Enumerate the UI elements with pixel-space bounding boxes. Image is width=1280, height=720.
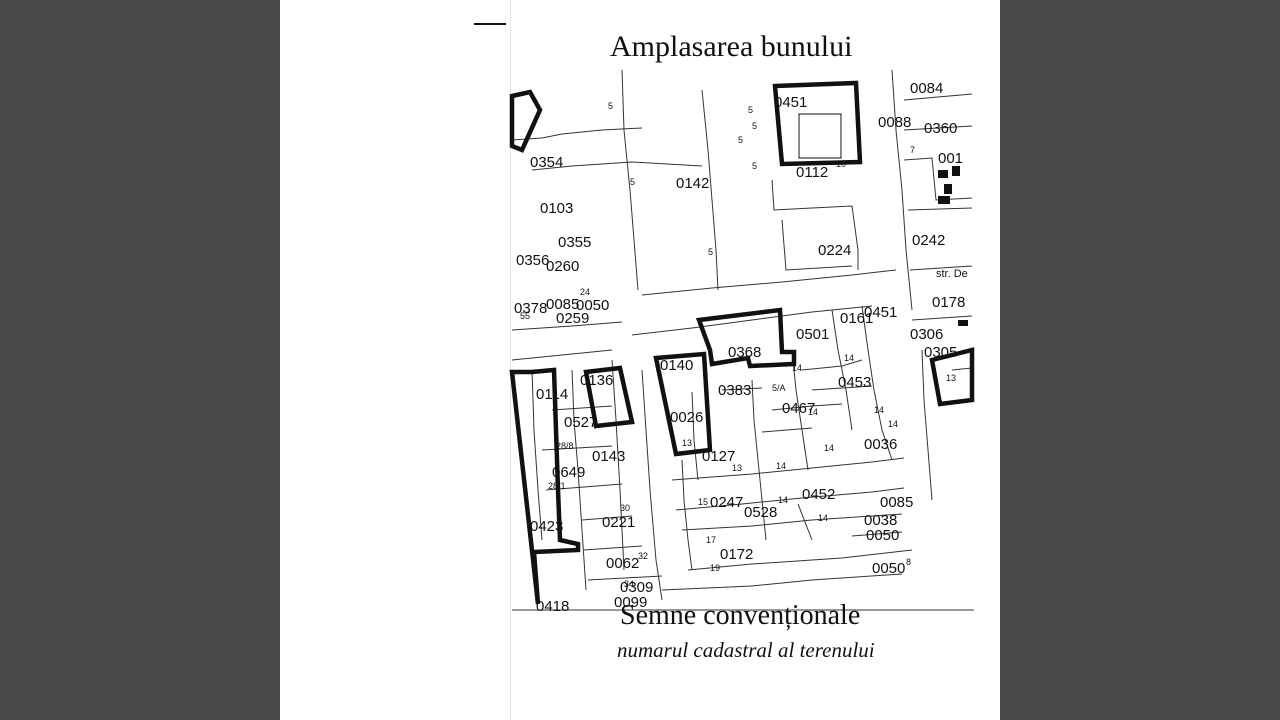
- parcel-label-n19: 19: [710, 563, 720, 573]
- parcel-label-0161: 0161: [840, 310, 873, 327]
- parcel-label-0247: 0247: [710, 494, 743, 511]
- parcel-label-0103: 0103: [540, 200, 573, 217]
- parcel-label-n13a: 13: [682, 438, 692, 448]
- parcel-label-0451: 0451: [774, 94, 807, 111]
- parcel-label-0036: 0036: [864, 436, 897, 453]
- parcel-label-0085b: 0085: [880, 494, 913, 511]
- parcel-label-0142: 0142: [676, 175, 709, 192]
- parcel-label-n5a2: 5/A: [772, 383, 786, 393]
- dense-marks: [938, 166, 968, 326]
- parcel-label-n281: 28/1: [548, 481, 566, 491]
- parcel-label-0050b: 0050: [866, 527, 899, 544]
- legend-title: Semne convenționale: [620, 600, 861, 631]
- parcel-label-n5f: 5: [630, 177, 635, 187]
- parcel-label-0356: 0356: [516, 252, 549, 269]
- parcel-label-0355: 0355: [558, 234, 591, 251]
- top-dash-mark: [474, 23, 506, 25]
- parcel-label-0127: 0127: [702, 448, 735, 465]
- parcel-label-0501: 0501: [796, 326, 829, 343]
- parcel-label-n14f: 14: [824, 443, 834, 453]
- parcel-labels: 0084 0451 0088 0360 0354 0142 0112 001 0103 0355 0…: [514, 80, 968, 615]
- parcel-label-0306: 0306: [910, 326, 943, 343]
- parcel-label-0112: 0112: [796, 164, 828, 181]
- parcel-label-n5d: 5: [738, 135, 743, 145]
- parcel-label-0221: 0221: [602, 514, 635, 531]
- parcel-label-0649: 0649: [552, 464, 585, 481]
- highlighted-parcels: [509, 80, 975, 605]
- parcel-label-n14c: 14: [808, 407, 818, 417]
- parcel-label-0242: 0242: [912, 232, 945, 249]
- parcel-label-n5c: 5: [752, 121, 757, 131]
- parcel-label-n14d: 14: [874, 405, 884, 415]
- parcel-label-0136: 0136: [580, 372, 613, 389]
- parcel-label-0527: 0527: [564, 414, 597, 431]
- parcel-label-0099: 0099: [614, 594, 647, 611]
- parcel-label-n17: 17: [706, 535, 716, 545]
- parcel-label-0050c: 0050: [872, 560, 905, 577]
- parcel-label-n14g: 14: [776, 461, 786, 471]
- parcel-label-n5a: 5: [608, 101, 613, 111]
- parcel-label-0026: 0026: [670, 409, 703, 426]
- parcel-label-0452: 0452: [802, 486, 835, 503]
- parcel-label-n7: 7: [910, 145, 915, 155]
- parcel-label-0453: 0453: [838, 374, 871, 391]
- parcel-label-001: 001: [938, 150, 963, 167]
- parcel-label-n5b: 5: [748, 105, 753, 115]
- parcel-label-0224: 0224: [818, 242, 851, 259]
- parcel-label-0360: 0360: [924, 120, 957, 137]
- parcel-label-n32: 32: [638, 551, 648, 561]
- cadastral-map: 0084 0451 0088 0360 0354 0142 0112 001 0103 0355 0…: [509, 69, 975, 615]
- parcel-label-0305: 0305: [924, 344, 957, 361]
- parcel-label-n14h: 14: [818, 513, 828, 523]
- parcel-label-n10: 10: [836, 159, 846, 169]
- parcel-label-0172: 0172: [720, 546, 753, 563]
- parcel-label-0418: 0418: [536, 598, 569, 615]
- parcel-label-0309: 0309: [620, 579, 653, 596]
- parcel-label-n14a: 14: [792, 363, 802, 373]
- parcel-label-0085: 0085: [546, 296, 579, 313]
- parcel-label-0143: 0143: [592, 448, 625, 465]
- parcel-label-0467: 0467: [782, 400, 815, 417]
- parcel-label-0354: 0354: [530, 154, 563, 171]
- parcel-label-n8: 8: [906, 557, 911, 567]
- document-title: Amplasarea bunului: [610, 30, 853, 63]
- parcel-label-n55: 55: [520, 311, 530, 321]
- parcel-label-n5g: 5: [708, 247, 713, 257]
- parcel-label-0368: 0368: [728, 344, 761, 361]
- parcel-label-0114: 0114: [536, 386, 568, 403]
- parcel-label-0423: 0423: [530, 518, 563, 535]
- parcel-label-n30: 30: [620, 503, 630, 513]
- parcel-label-0451b: 0451: [864, 304, 897, 321]
- parcel-label-0088: 0088: [878, 114, 911, 131]
- parcel-label-0383: 0383: [718, 382, 751, 399]
- parcel-label-n14b: 14: [844, 353, 854, 363]
- parcel-label-0038: 0038: [864, 512, 897, 529]
- parcel-label-0260: 0260: [546, 258, 579, 275]
- parcel-label-0140: 0140: [660, 357, 693, 374]
- parcel-label-n13c: 13: [946, 373, 956, 383]
- parcel-label-0062: 0062: [606, 555, 639, 572]
- parcel-label-n34: 34: [624, 579, 634, 589]
- parcel-label-n289: 28/8: [556, 441, 574, 451]
- legend-subtitle: numarul cadastral al terenului: [617, 638, 875, 662]
- document-page: Amplasarea bunului: [280, 0, 1000, 720]
- parcel-label-0050a: 0050: [576, 297, 609, 314]
- page-fold-line: [510, 0, 511, 720]
- parcel-label-n24: 24: [580, 287, 590, 297]
- parcel-label-n5e: 5: [752, 161, 757, 171]
- parcel-label-n13b: 13: [732, 463, 742, 473]
- parcel-label-n14i: 14: [778, 495, 788, 505]
- parcel-label-n14e: 14: [888, 419, 898, 429]
- parcel-boundaries: [511, 69, 974, 611]
- cadastral-map-drawing: 0084 0451 0088 0360 0354 0142 0112 001 0103 0355 0…: [509, 69, 975, 615]
- parcel-label-str: str. De: [936, 268, 968, 280]
- parcel-label-0378: 0378: [514, 300, 547, 317]
- parcel-label-n15: 15: [698, 497, 708, 507]
- parcel-label-0178: 0178: [932, 294, 965, 311]
- parcel-label-0528: 0528: [744, 504, 777, 521]
- parcel-label-0084: 0084: [910, 80, 943, 97]
- parcel-label-0259: 0259: [556, 310, 589, 327]
